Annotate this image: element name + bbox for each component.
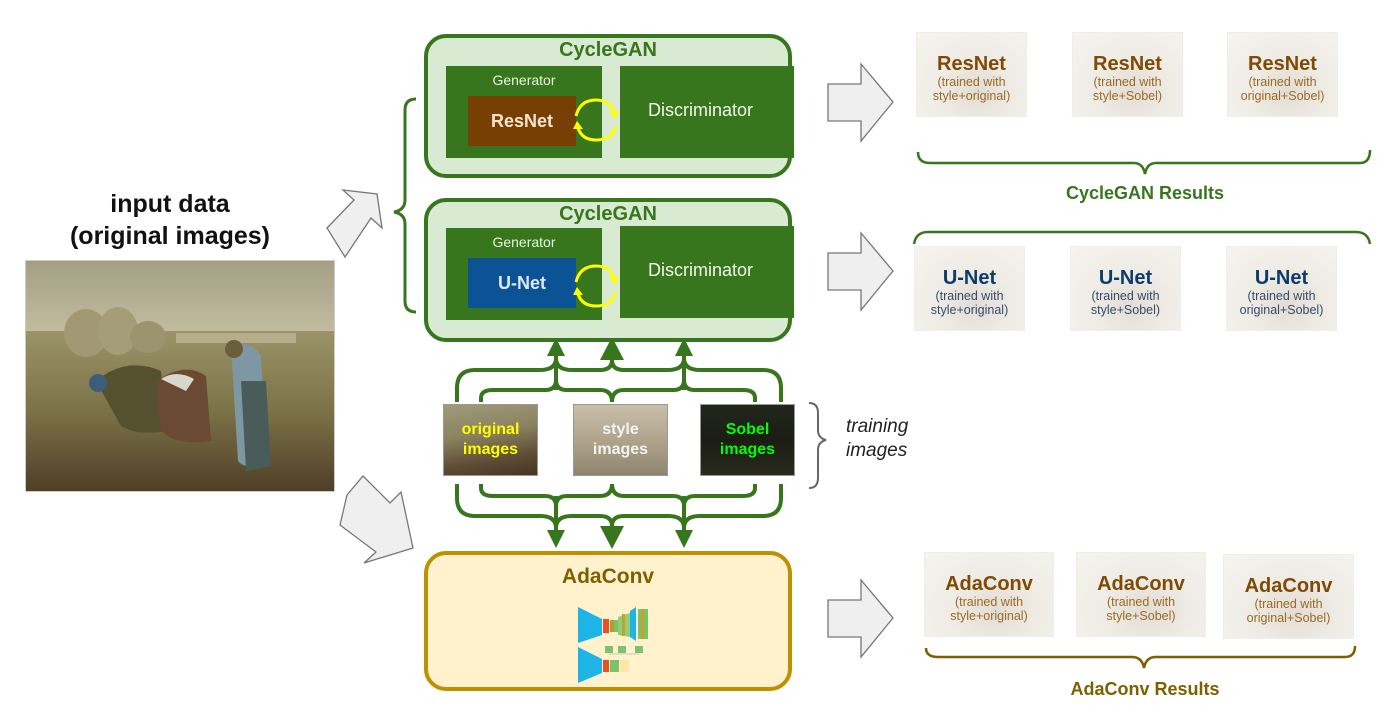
- upper-outer-brace: [455, 357, 783, 402]
- input-title-line2: (original images): [69, 222, 271, 250]
- card-subtitle: original+Sobel): [1240, 89, 1325, 103]
- cyclegan-results-brace: [916, 149, 1372, 175]
- thumb-label-line1: Sobel: [725, 421, 770, 438]
- card-title: ResNet: [937, 53, 1006, 75]
- card-subtitle: original+Sobel): [1246, 611, 1331, 625]
- kernel-kn: [635, 646, 643, 653]
- training-images-brace: [808, 402, 827, 489]
- discriminator-label: Discriminator: [648, 260, 754, 280]
- result-card-resnet-original-sobel: ResNet (trained with original+Sobel): [1227, 32, 1338, 117]
- arrow-input-to-cyclegan: [326, 189, 383, 259]
- result-card-resnet-style-sobel: ResNet (trained with style+Sobel): [1072, 32, 1183, 117]
- card-subtitle: original+Sobel): [1239, 303, 1324, 317]
- result-card-unet-original-sobel: U-Net (trained with original+Sobel): [1226, 246, 1337, 331]
- adaconv-block: AdaConv: [424, 551, 792, 691]
- discriminator-panel: Discriminator: [620, 226, 794, 318]
- training-label-line1: training: [846, 416, 909, 437]
- card-subtitle: (trained with: [1254, 597, 1323, 611]
- kernel-k2: [618, 646, 626, 653]
- card-title: U-Net: [942, 267, 997, 289]
- thumb-label-line1: style: [602, 421, 639, 438]
- card-title: AdaConv: [1244, 575, 1333, 597]
- card-subtitle: style+original): [932, 89, 1011, 103]
- arrowhead-down-center: [600, 526, 624, 549]
- result-card-adaconv-style-original: AdaConv (trained with style+original): [924, 552, 1054, 637]
- card-subtitle: (trained with: [1247, 289, 1316, 303]
- card-title: AdaConv: [1097, 573, 1185, 595]
- result-card-resnet-style-original: ResNet (trained with style+original): [916, 32, 1027, 117]
- unet-results-top-brace: [912, 230, 1372, 245]
- arrow-input-to-adaconv: [339, 475, 414, 564]
- generator-panel: Generator U-Net: [446, 228, 602, 320]
- card-title: ResNet: [1093, 53, 1162, 75]
- input-title-line1: input data: [110, 190, 230, 218]
- input-data-title: input data (original images): [0, 188, 340, 252]
- vgg-encoder-style: [578, 647, 602, 683]
- thumb-label-line2: images: [592, 441, 649, 458]
- card-subtitle: (trained with: [1106, 595, 1176, 609]
- cyclegan-unet-block: CycleGAN Generator U-Net Discriminator: [424, 198, 794, 342]
- original-images-thumbnail: original images: [443, 404, 538, 476]
- cyclegan-results-label: CycleGAN Results: [1065, 183, 1225, 203]
- cyclegan-resnet-block: CycleGAN Generator ResNet Discriminator: [424, 34, 794, 178]
- card-subtitle: (trained with: [937, 75, 1006, 89]
- result-card-unet-style-sobel: U-Net (trained with style+Sobel): [1070, 246, 1181, 331]
- training-label-line2: images: [846, 440, 908, 461]
- adaconv-results-label: AdaConv Results: [1070, 679, 1220, 699]
- resnet-generator: ResNet: [468, 96, 576, 146]
- adaconv-title: AdaConv: [561, 565, 655, 588]
- result-card-unet-style-original: U-Net (trained with style+original): [914, 246, 1025, 331]
- cyclegan-title: CycleGAN: [559, 39, 657, 61]
- arrowhead-down-left: [547, 530, 565, 548]
- lower-outer-brace: [455, 484, 783, 529]
- training-images-label: training images: [846, 415, 908, 463]
- arrowhead-up-right: [675, 338, 693, 356]
- arrowhead-up-center: [600, 337, 624, 360]
- card-subtitle: (trained with: [1091, 289, 1160, 303]
- cycle-arrows-icon: [573, 98, 619, 142]
- upper-inner-brace: [479, 379, 757, 403]
- card-title: ResNet: [1248, 53, 1317, 75]
- card-subtitle: style+original): [950, 609, 1028, 623]
- card-subtitle: style+Sobel): [1092, 89, 1163, 103]
- card-subtitle: (trained with: [1093, 75, 1162, 89]
- card-title: AdaConv: [945, 573, 1033, 595]
- cycle-arrows-icon: [573, 264, 619, 308]
- card-subtitle: (trained with: [935, 289, 1004, 303]
- cyclegan-title: CycleGAN: [559, 203, 657, 225]
- adaconv-architecture-figure: [578, 607, 648, 683]
- card-subtitle: style+original): [930, 303, 1009, 317]
- arrow-resnet-to-results: [827, 62, 894, 143]
- style-images-thumbnail: style images: [573, 404, 668, 476]
- cyclegan-group-brace: [393, 97, 417, 314]
- vgg-encoder-content: [578, 607, 602, 643]
- result-card-adaconv-style-sobel: AdaConv (trained with style+Sobel): [1076, 552, 1206, 637]
- arrowhead-down-right: [675, 530, 693, 548]
- thumb-label-line2: images: [462, 441, 519, 458]
- arrow-adaconv-to-results: [827, 578, 894, 659]
- discriminator-label: Discriminator: [648, 100, 754, 120]
- card-title: U-Net: [1098, 267, 1153, 289]
- generator-label: Generator: [492, 72, 556, 88]
- discriminator-panel: Discriminator: [620, 66, 794, 158]
- card-subtitle: (trained with: [1248, 75, 1317, 89]
- adaconv-results-brace: [924, 645, 1357, 669]
- thumb-label-line2: images: [719, 441, 776, 458]
- thumb-label-line1: original: [461, 421, 520, 438]
- sobel-images-thumbnail: Sobel images: [700, 404, 795, 476]
- kernel-k1: [605, 646, 613, 653]
- card-subtitle: (trained with: [954, 595, 1024, 609]
- card-subtitle: style+Sobel): [1106, 609, 1176, 623]
- input-painting-image: [25, 260, 335, 492]
- generator-label: Generator: [492, 234, 556, 250]
- arrowhead-up-left: [547, 338, 565, 356]
- card-subtitle: style+Sobel): [1090, 303, 1161, 317]
- unet-generator: U-Net: [468, 258, 576, 308]
- result-card-adaconv-original-sobel: AdaConv (trained with original+Sobel): [1223, 554, 1354, 639]
- lower-inner-brace: [479, 483, 757, 507]
- arrow-unet-to-results: [827, 231, 894, 312]
- card-title: U-Net: [1254, 267, 1309, 289]
